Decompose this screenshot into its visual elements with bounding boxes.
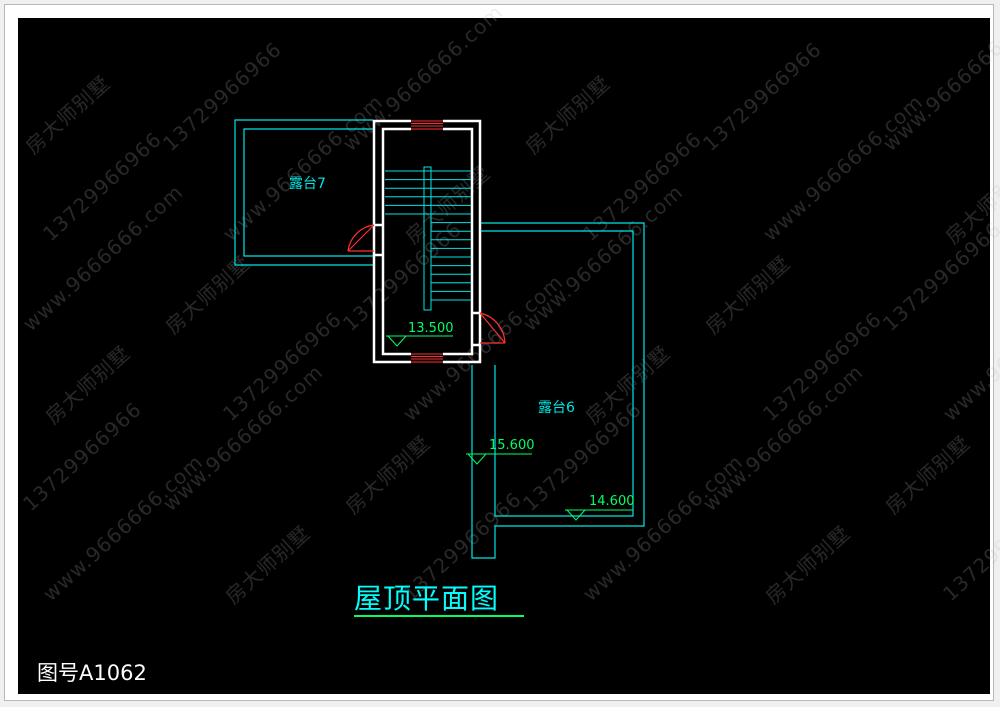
elevation-marker-stair <box>386 335 453 347</box>
label-terrace-6: 露台6 <box>538 400 575 416</box>
terrace-6-outline <box>471 222 645 559</box>
drawing-title: 屋顶平面图 <box>354 582 499 615</box>
terrace-7-outline <box>234 119 373 266</box>
stair-handrail <box>423 166 432 311</box>
window-top <box>411 120 443 130</box>
elevation-marker-low <box>565 509 633 521</box>
stair-treads <box>385 170 471 301</box>
label-terrace-7: 露台7 <box>289 176 326 192</box>
elevation-marker-mid <box>466 453 532 465</box>
roof-plan-drawing: 露台7 露台6 13.500 15.600 14.600 屋顶平面图 <box>234 119 645 617</box>
elevation-label-low: 14.600 <box>589 494 635 509</box>
elevation-label-mid: 15.600 <box>489 438 535 453</box>
door-left <box>347 224 375 252</box>
window-bottom <box>411 353 443 363</box>
stairwell-walls <box>372 119 482 364</box>
drawing-number: 图号A1062 <box>37 661 147 685</box>
door-right <box>479 312 506 344</box>
elevation-label-stair: 13.500 <box>408 321 454 336</box>
